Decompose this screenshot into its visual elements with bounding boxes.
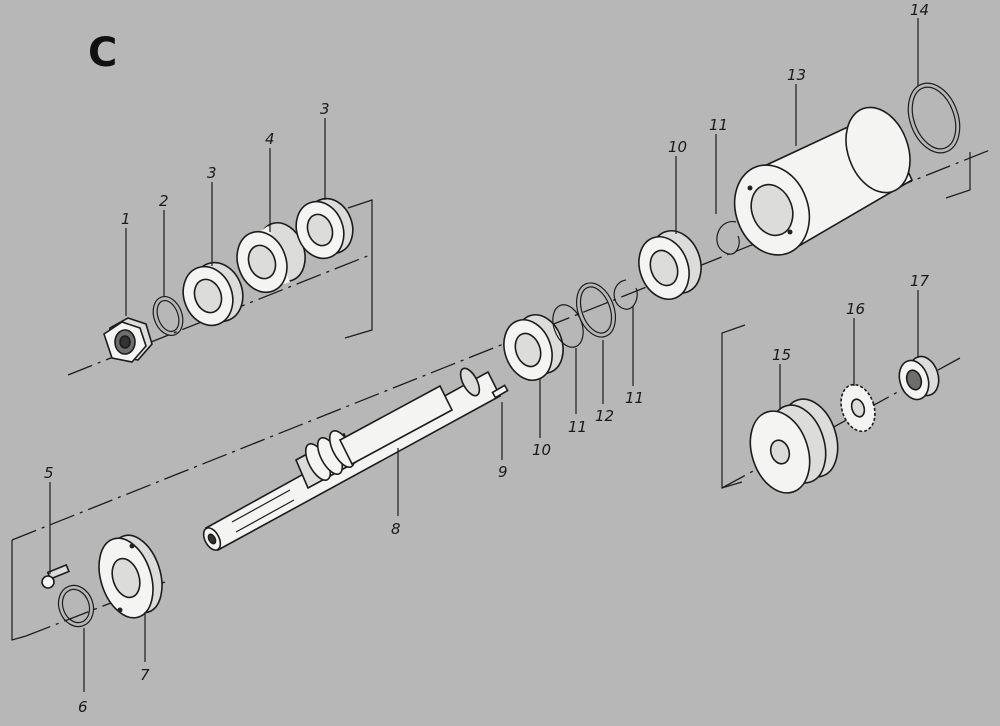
panel-label: C: [88, 30, 117, 76]
bearing-10-left: [503, 314, 564, 381]
housing-13: [733, 106, 914, 256]
callout-8: 8: [391, 520, 401, 538]
main-shaft-8: [202, 367, 502, 552]
callout-12: 12: [595, 407, 614, 425]
callout-5: 5: [44, 464, 54, 482]
callout-13: 13: [787, 66, 806, 84]
ring-12: [575, 282, 617, 338]
callout-15: 15: [772, 346, 791, 364]
bearing-3-right: [295, 197, 354, 260]
leader-lines: [49, 18, 919, 692]
callout-11-b: 11: [625, 389, 644, 407]
callout-17: 17: [910, 272, 930, 290]
callout-16: 16: [846, 300, 865, 318]
bearing-17: [898, 355, 940, 401]
callout-9: 9: [498, 463, 508, 481]
screw-5: [41, 563, 70, 589]
callout-labels: 1 2 3 4 3 5 6 7 8 9 10 11 12 11 10 11 13…: [44, 1, 930, 716]
callout-6: 6: [78, 698, 88, 716]
bearing-3-left: [182, 261, 244, 327]
callout-10-left: 10: [532, 441, 551, 459]
snap-ring-14: [907, 82, 961, 154]
snap-ring-6: [57, 584, 95, 628]
callout-4: 4: [265, 130, 275, 148]
callout-2: 2: [159, 192, 169, 210]
callout-11-a: 11: [568, 418, 587, 436]
spacer-sleeve-4: [236, 222, 306, 294]
callout-7: 7: [140, 666, 150, 684]
pulley-15: [749, 398, 839, 494]
callout-11-c: 11: [709, 116, 728, 134]
callout-10-right: 10: [668, 138, 687, 156]
hex-nut: [103, 317, 153, 363]
key-9: [491, 384, 509, 399]
bearing-10-right: [638, 230, 702, 300]
flange-housing-7: [98, 534, 163, 619]
callout-14: 14: [910, 1, 929, 19]
snap-ring-11c: [716, 221, 740, 255]
callout-3-right: 3: [320, 100, 330, 118]
callout-1: 1: [121, 210, 131, 228]
callout-3-left: 3: [207, 164, 217, 182]
sprocket-16: [840, 383, 876, 433]
snap-ring-2: [152, 296, 184, 336]
snap-ring-11b: [613, 279, 638, 310]
